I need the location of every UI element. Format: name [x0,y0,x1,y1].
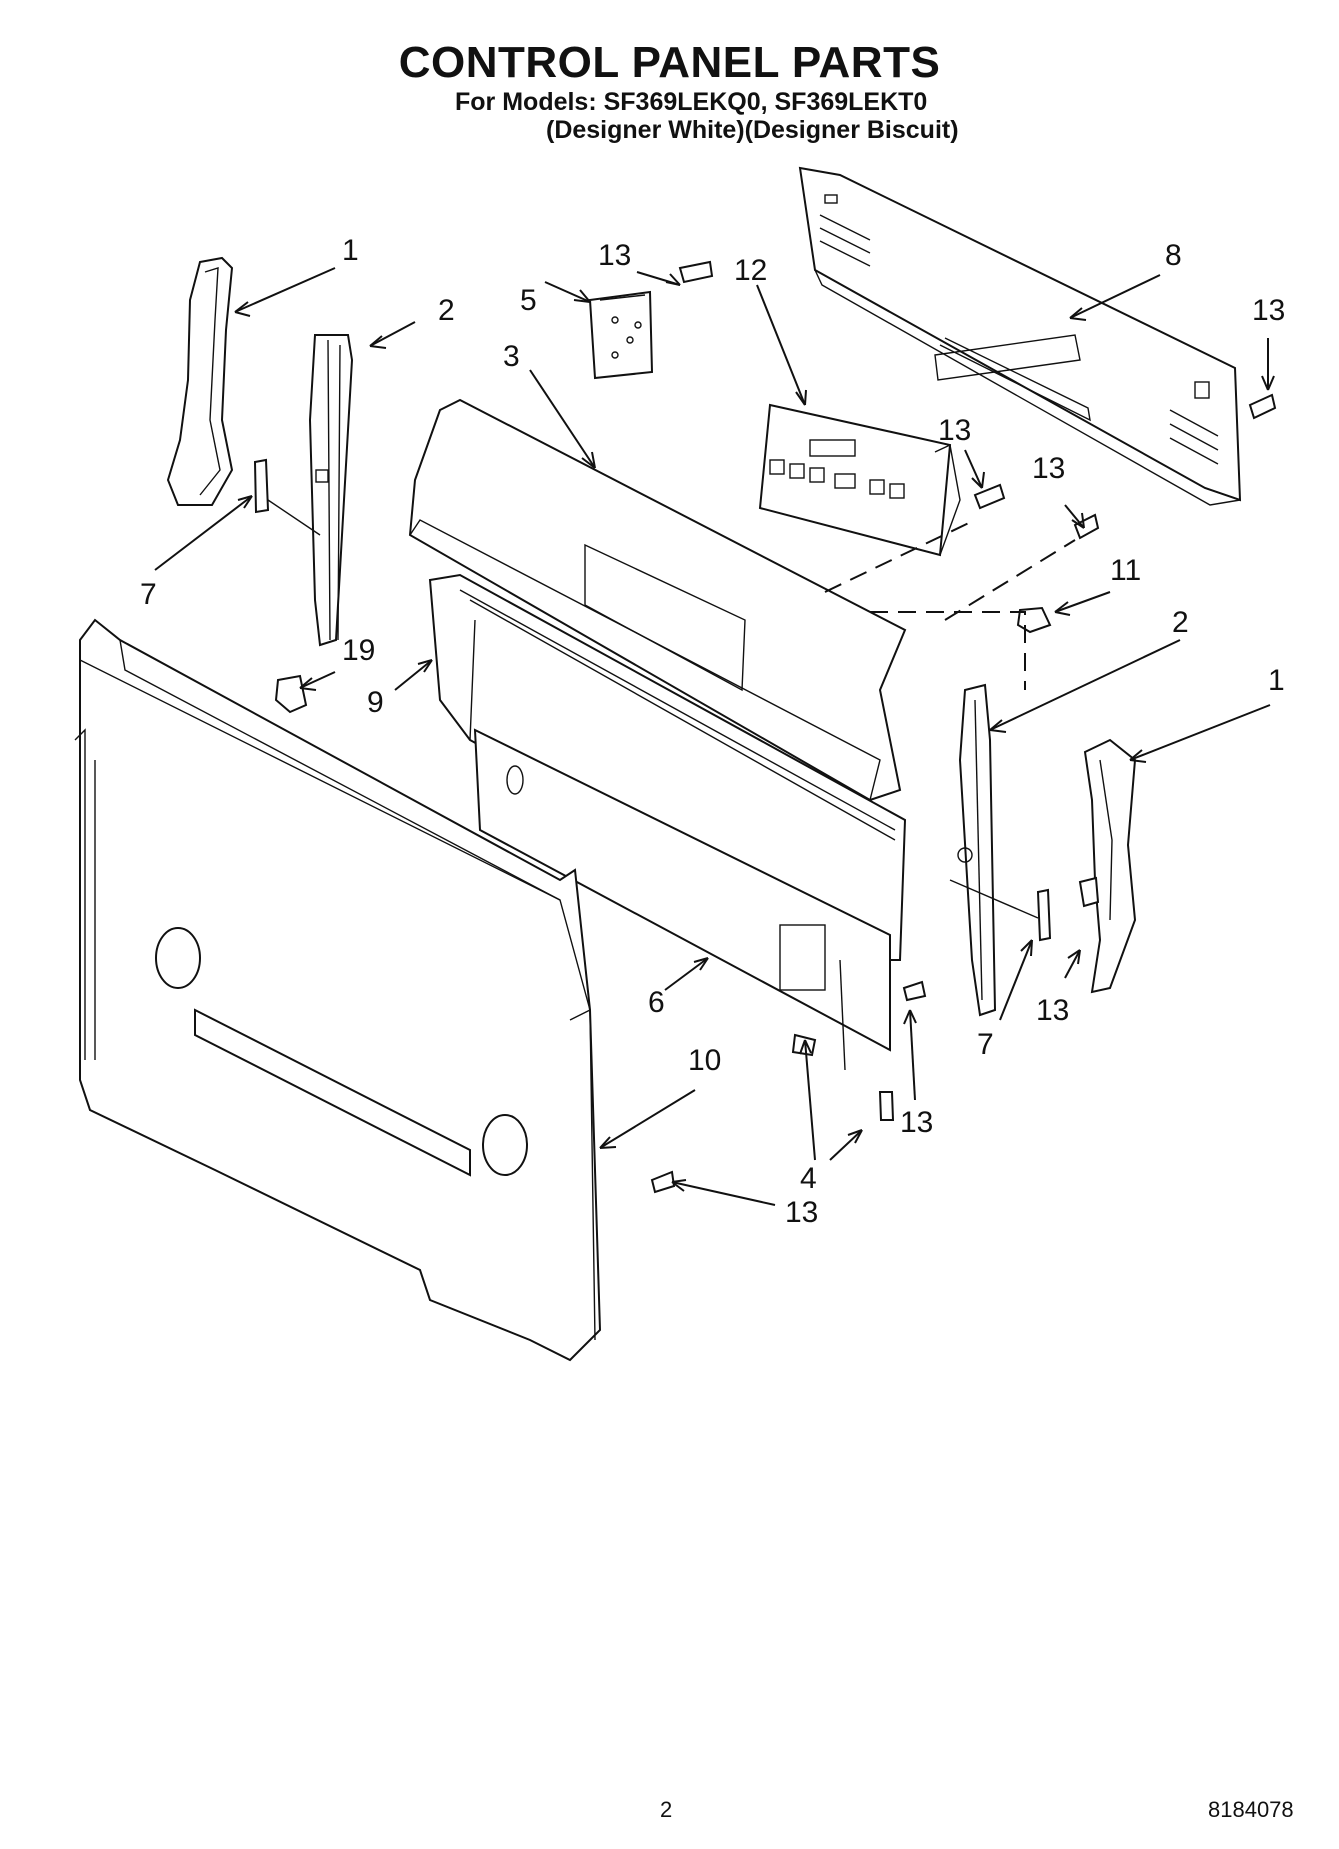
callout-13-switch: 13 [1032,452,1065,485]
callout-10: 10 [688,1044,721,1077]
callout-5: 5 [520,284,537,317]
callout-6: 6 [648,986,665,1019]
callout-9: 9 [367,686,384,719]
models-line: For Models: SF369LEKQ0, SF369LEKT0 [455,88,928,116]
callout-13-right-top: 13 [1252,294,1285,327]
callout-7-right: 7 [977,1028,994,1061]
leader-lines [154,267,1275,1206]
document-number: 8184078 [1208,1797,1294,1822]
part-9-console-bracket [428,573,907,961]
callout-13-control: 13 [938,414,971,447]
callout-8: 8 [1165,239,1182,272]
part-1-right-end-cap [1083,738,1137,994]
callout-11: 11 [1110,554,1141,587]
callout-13-top: 13 [598,239,631,272]
callout-19: 19 [342,634,375,667]
callout-1-right: 1 [1268,664,1285,697]
part-19-clip [274,674,308,714]
part-2-right-side-bracket [957,683,997,1017]
callout-2-left: 2 [438,294,455,327]
part-3-console [408,398,907,802]
part-5-control-board [588,290,654,380]
part-6-lower-panel [473,728,891,1071]
callout-2-right: 2 [1172,606,1189,639]
variants-line: (Designer White)(Designer Biscuit) [546,116,959,144]
page-title: CONTROL PANEL PARTS [398,38,941,87]
part-7-left-clip [253,458,270,514]
callout-12: 12 [734,254,767,287]
callout-13-lower: 13 [900,1106,933,1139]
part-2-left-side-bracket [308,334,354,647]
callout-13-bottom: 13 [785,1196,818,1229]
callout-4: 4 [800,1162,817,1195]
part-12-electronic-control [758,403,961,557]
page-number: 2 [660,1797,673,1822]
callout-3: 3 [503,340,520,373]
callout-13-endcap: 13 [1036,994,1069,1027]
part-7-right-clip [1036,888,1052,942]
assembly-dashed-lines [824,519,1076,690]
callout-7-left: 7 [140,578,157,611]
part-10-front-panel [74,618,602,1362]
part-8-rear-panel [798,166,1242,506]
part-1-left-end-cap [166,256,234,506]
callout-1-left: 1 [342,234,359,267]
